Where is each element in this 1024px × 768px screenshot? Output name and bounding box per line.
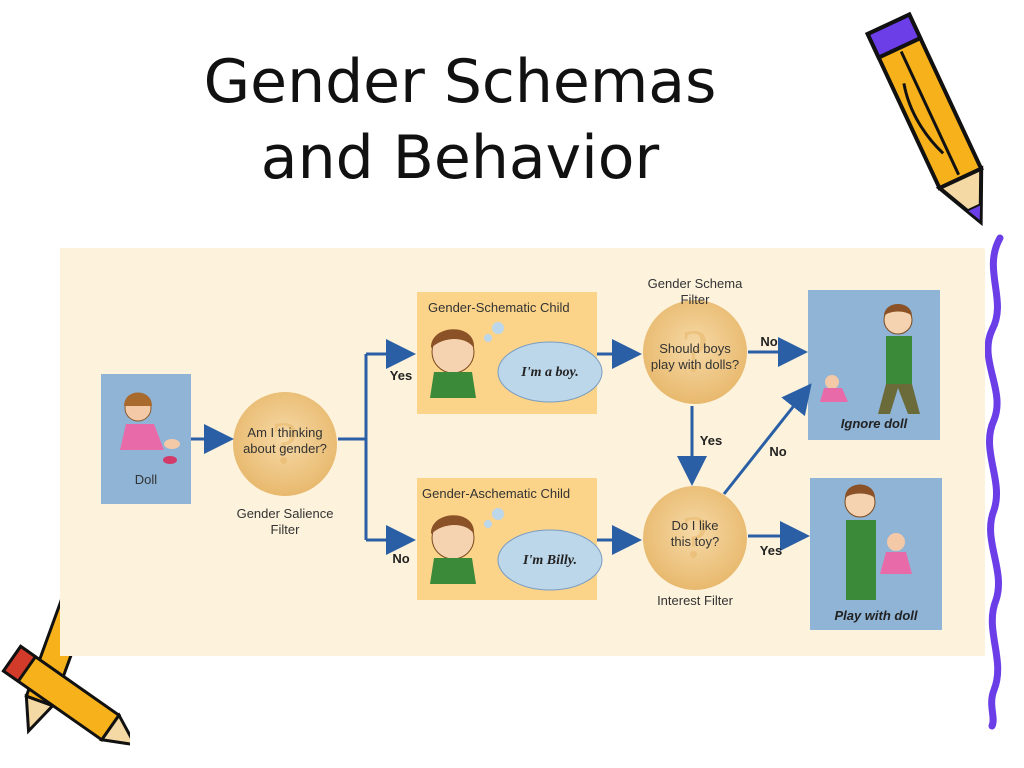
thought-cloud-schematic	[484, 322, 603, 403]
schematic-child-title: Gender-Schematic Child	[428, 300, 570, 315]
title-line-2: and Behavior	[260, 123, 660, 193]
boy-holding-doll	[844, 484, 912, 600]
schematic-thought: I'm a boy.	[521, 365, 579, 380]
doll-illustration	[120, 392, 180, 464]
svg-text:?: ?	[272, 410, 299, 476]
pencil-icon	[865, 11, 984, 227]
salience-filter-circle	[233, 392, 337, 496]
arrow-interest-no-to-ignore	[722, 383, 812, 495]
yes-label-schema: Yes	[699, 433, 723, 448]
salience-filter-label: Gender Salience Filter	[236, 506, 334, 537]
boy-walking-away	[820, 304, 920, 414]
schema-filter-label: Gender Schema Filter	[647, 276, 743, 307]
boy-face-aschematic	[430, 515, 476, 584]
purple-border-decoration	[984, 234, 1004, 730]
diagram-arrows-and-shapes: ? ? ?	[101, 290, 942, 630]
aschematic-thought: I'm Billy.	[523, 553, 577, 568]
doll-label: Doll	[134, 472, 158, 487]
ignore-doll-caption: Ignore doll	[840, 416, 908, 431]
interest-filter-circle	[643, 486, 747, 590]
slide-title: Gender Schemas and Behavior	[150, 44, 770, 196]
svg-text:?: ?	[682, 504, 709, 570]
no-label-aschematic: No	[392, 551, 410, 566]
interest-question: Do I like this toy?	[670, 518, 720, 549]
no-label-schema: No	[760, 334, 778, 349]
no-label-interest: No	[769, 444, 787, 459]
interest-filter-label: Interest Filter	[657, 593, 733, 608]
schema-question: Should boys play with dolls?	[650, 341, 740, 372]
aschematic-child-title: Gender-Aschematic Child	[422, 486, 571, 501]
play-doll-caption: Play with doll	[834, 608, 918, 623]
salience-question: Am I thinking about gender?	[243, 425, 327, 456]
svg-text:?: ?	[682, 318, 709, 384]
schema-filter-circle	[643, 300, 747, 404]
title-line-1: Gender Schemas	[203, 47, 717, 117]
yes-label-interest: Yes	[759, 543, 783, 558]
diagram-panel: ? ? ?	[60, 248, 985, 656]
boy-face-schematic	[430, 329, 476, 398]
ignore-doll-box	[808, 290, 940, 440]
thought-cloud-aschematic	[484, 508, 603, 591]
yes-label-schematic: Yes	[389, 368, 413, 383]
